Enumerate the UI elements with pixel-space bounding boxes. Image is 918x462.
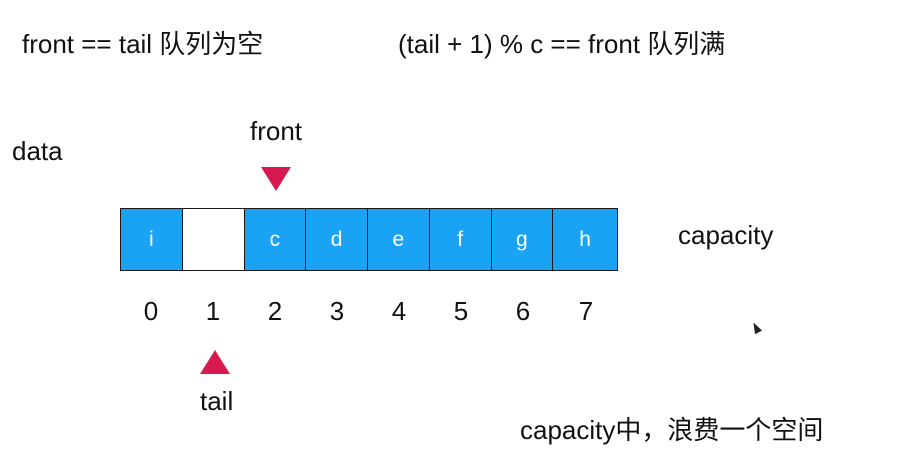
index-row: 0 1 2 3 4 5 6 7 [120,296,618,330]
empty-condition-text: front == tail 队列为空 [22,29,264,59]
front-label: front [250,116,303,146]
index-label: 4 [391,296,407,326]
index-label: 7 [578,296,594,326]
array-cell: i [121,209,183,270]
array-cell: h [553,209,617,270]
array-cell: c [244,209,307,270]
tail-pointer-icon [200,350,230,374]
index-label: 2 [267,296,283,326]
index-label: 5 [453,296,469,326]
tail-label: tail [200,386,234,416]
index-label: 6 [515,296,531,326]
queue-array: i c d e f g h [120,208,618,271]
index-label: 0 [143,296,159,326]
capacity-label: capacity [678,220,774,250]
array-cell: d [306,209,368,270]
array-cell: g [491,209,554,270]
index-label: 1 [205,296,221,326]
array-cell: e [368,209,430,270]
index-label: 3 [329,296,345,326]
array-cell: f [429,209,492,270]
array-cell [182,209,245,270]
mouse-pointer-icon [749,320,763,335]
data-label: data [12,136,63,166]
full-condition-text: (tail + 1) % c == front 队列满 [398,29,726,59]
front-pointer-icon [261,167,291,191]
note-text: capacity中，浪费一个空间 [520,415,824,445]
